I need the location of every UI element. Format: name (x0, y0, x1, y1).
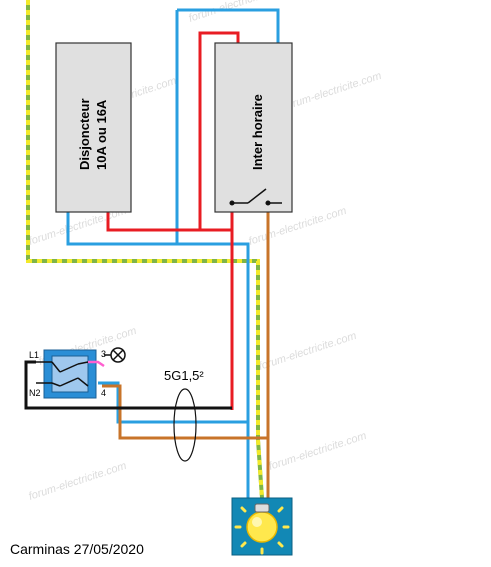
watermark-text: forum-electricite.com (282, 70, 383, 113)
cable-marker: 5G1,5² (164, 368, 204, 462)
timer-contact-symbol (229, 188, 282, 206)
earth-wire (26, 0, 264, 499)
watermark-text: forum-electricite.com (27, 460, 128, 503)
switch-terminal-n2: N2 (29, 388, 41, 398)
switch-feed-wire (24, 360, 232, 410)
watermark-text: forum-electricite.com (267, 430, 368, 473)
light-bulb-icon (234, 503, 290, 555)
return-wire (102, 212, 270, 498)
cable-label: 5G1,5² (164, 368, 204, 383)
light-fixture (231, 497, 293, 556)
breaker-label-line2: 10A ou 16A (94, 99, 109, 170)
watermark-text: forum-electricite.com (187, 0, 288, 25)
phase-wire (106, 31, 240, 410)
switch-terminal-4: 4 (101, 388, 106, 398)
indicator-lamp-icon (104, 347, 126, 363)
breaker-module: Disjoncteur 10A ou 16A (55, 42, 132, 213)
breaker-label-line1: Disjoncteur (77, 98, 92, 170)
switch-box: L1 N2 3 4 (29, 349, 106, 399)
watermark-text: forum-electricite.com (257, 330, 358, 373)
author-signature: Carminas 27/05/2020 (10, 541, 144, 557)
timer-label: Inter horaire (250, 94, 265, 170)
neutral-wire (66, 8, 280, 498)
switch-terminal-l1: L1 (29, 350, 39, 360)
timer-module: Inter horaire (214, 42, 293, 213)
switch-terminal-3: 3 (101, 349, 106, 359)
